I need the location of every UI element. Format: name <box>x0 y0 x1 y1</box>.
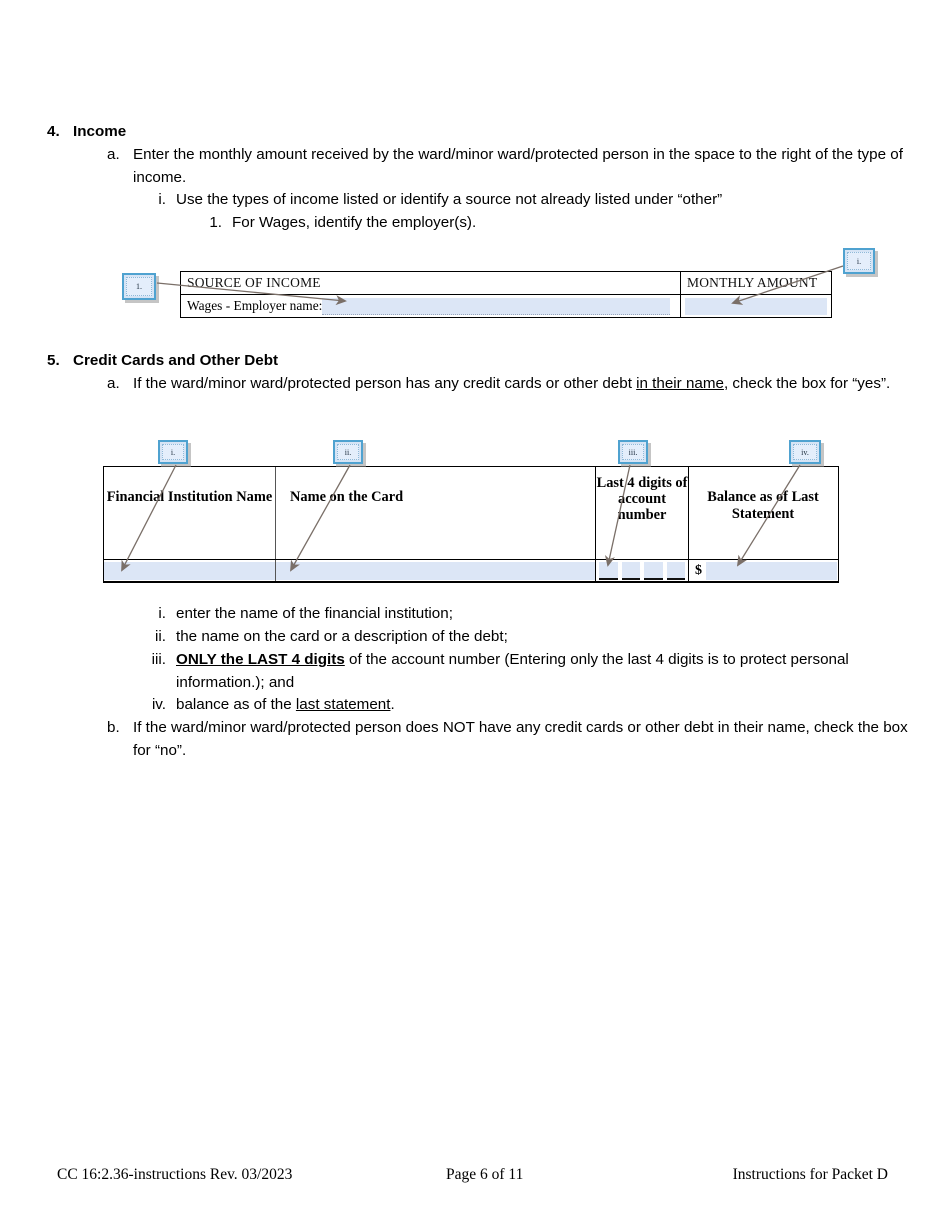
callout-income-1[interactable]: 1. <box>122 273 156 300</box>
debt-institution-cell <box>104 560 276 582</box>
debt-digits-cell <box>596 560 689 582</box>
debt-item-b-marker: b. <box>107 719 120 736</box>
income-amount-input[interactable] <box>685 297 827 315</box>
footer-form-id: CC 16:2.36-instructions Rev. 03/2023 <box>57 1166 293 1183</box>
debt-name-input[interactable] <box>276 562 595 580</box>
income-header-source-cell: SOURCE OF INCOME <box>181 272 681 294</box>
debt-digit-group <box>596 562 688 580</box>
debt-sublist-item-i: i. enter the name of the financial insti… <box>140 603 920 626</box>
debt-header-name-cell: Name on the Card <box>276 467 596 559</box>
callout-income-1-label: 1. <box>126 277 152 296</box>
income-source-cell: Wages - Employer name: <box>181 295 681 317</box>
callout-debt-iii-label: iii. <box>622 444 644 460</box>
debt-table-next-row-edge <box>104 581 838 587</box>
income-header-source: SOURCE OF INCOME <box>187 275 321 290</box>
callout-debt-ii[interactable]: ii. <box>333 440 363 464</box>
income-item-i-marker: i. <box>158 191 166 208</box>
callout-debt-i-label: i. <box>162 444 184 460</box>
footer-page-number: Page 6 of 11 <box>446 1166 524 1183</box>
debt-name-cell <box>276 560 596 582</box>
debt-digit-input-1[interactable] <box>599 562 618 580</box>
debt-digit-input-2[interactable] <box>621 562 640 580</box>
debt-sublist-iii-rest: of the account number (Entering only the… <box>176 651 849 691</box>
debt-digit-input-4[interactable] <box>666 562 685 580</box>
debt-header-name: Name on the Card <box>290 489 404 505</box>
callout-income-i-label: i. <box>847 252 871 270</box>
debt-sublist-iv-post: . <box>390 696 395 713</box>
debt-header-institution-cell: Financial Institution Name <box>104 467 276 559</box>
income-item-a: a. Enter the monthly amount received by … <box>107 144 917 189</box>
debt-sublist-ii-text: the name on the card or a description of… <box>176 628 508 645</box>
callout-debt-iii[interactable]: iii. <box>618 440 648 464</box>
income-header-amount: MONTHLY AMOUNT <box>687 275 818 290</box>
debt-sublist-iv-underline: last statement <box>295 696 391 713</box>
income-employer-underline <box>322 313 670 315</box>
debt-item-a-text: If the ward/minor ward/protected person … <box>133 373 922 396</box>
debt-sublist-item-iv: iv. balance as of the last statement. <box>140 694 920 717</box>
debt-header-balance-cell: Balance as of Last Statement <box>689 467 837 559</box>
debt-currency-symbol: $ <box>695 563 702 578</box>
heading-income-title: Income <box>73 123 127 140</box>
callout-debt-i[interactable]: i. <box>158 440 188 464</box>
debt-header-digits: Last 4 digits of account number <box>596 475 688 523</box>
heading-debt-title: Credit Cards and Other Debt <box>73 352 279 369</box>
debt-header-digits-cell: Last 4 digits of account number <box>596 467 689 559</box>
debt-sublist-iv-text: balance as of the last statement. <box>176 694 920 717</box>
income-item-1: 1. For Wages, identify the employer(s). <box>196 212 936 235</box>
debt-header-balance: Balance as of Last Statement <box>707 489 819 522</box>
income-item-1-marker: 1. <box>209 214 222 231</box>
callout-debt-ii-label: ii. <box>337 444 359 460</box>
heading-income-number: 4. <box>47 123 60 140</box>
debt-sublist-item-iii: iii. ONLY the LAST 4 digits of the accou… <box>140 649 920 694</box>
income-item-1-text: For Wages, identify the employer(s). <box>232 214 477 231</box>
income-item-a-text: Enter the monthly amount received by the… <box>133 146 903 186</box>
debt-sublist-item-ii: ii. the name on the card or a descriptio… <box>140 626 920 649</box>
callout-debt-iv-label: iv. <box>793 444 817 460</box>
debt-item-a: a. If the ward/minor ward/protected pers… <box>107 373 922 396</box>
debt-institution-input[interactable] <box>104 562 275 580</box>
footer-packet-label: Instructions for Packet D <box>732 1166 888 1183</box>
debt-sublist-ii-marker: ii. <box>155 628 166 645</box>
debt-sublist-iv-marker: iv. <box>151 696 166 713</box>
debt-table-header-row: Financial Institution Name Name on the C… <box>104 467 838 560</box>
debt-sublist-iii-marker: iii. <box>151 651 166 668</box>
debt-balance-input[interactable] <box>706 562 837 580</box>
debt-digit-input-3[interactable] <box>644 562 663 580</box>
debt-sublist-iv-pre: balance as of the <box>176 696 296 713</box>
income-form-table: SOURCE OF INCOME MONTHLY AMOUNT Wages - … <box>180 271 832 318</box>
debt-form-table: Financial Institution Name Name on the C… <box>103 466 839 583</box>
debt-item-a-text-pre: If the ward/minor ward/protected person … <box>133 375 637 392</box>
debt-sublist-i-text: enter the name of the financial institut… <box>176 605 453 622</box>
income-item-i-text: Use the types of income listed or identi… <box>176 191 723 208</box>
income-employer-input[interactable] <box>322 297 670 315</box>
income-table-data-row: Wages - Employer name: <box>181 295 831 317</box>
debt-item-a-underline: in their name <box>636 375 724 392</box>
debt-sublist-iii-emphasis: ONLY the LAST 4 digits <box>176 651 345 668</box>
debt-balance-cell: $ <box>689 560 837 582</box>
income-amount-cell <box>681 295 831 317</box>
callout-debt-iv[interactable]: iv. <box>789 440 821 464</box>
income-item-i: i. Use the types of income listed or ide… <box>140 189 930 212</box>
heading-income: 4. Income <box>47 121 547 144</box>
debt-item-a-text-post: , check the box for “yes”. <box>723 375 891 392</box>
heading-debt-number: 5. <box>47 352 60 369</box>
income-header-amount-cell: MONTHLY AMOUNT <box>681 272 831 294</box>
debt-item-a-marker: a. <box>107 375 120 392</box>
debt-sublist-iii-text: ONLY the LAST 4 digits of the account nu… <box>176 649 920 694</box>
debt-item-b: b. If the ward/minor ward/protected pers… <box>107 717 919 762</box>
heading-debt: 5. Credit Cards and Other Debt <box>47 350 647 373</box>
income-row-label: Wages - Employer name: <box>187 298 323 313</box>
income-item-a-marker: a. <box>107 146 120 163</box>
debt-table-data-row: $ <box>104 560 838 582</box>
debt-header-institution: Financial Institution Name <box>106 489 273 505</box>
debt-item-b-text: If the ward/minor ward/protected person … <box>133 719 908 759</box>
debt-sublist-i-marker: i. <box>158 605 166 622</box>
income-table-header-row: SOURCE OF INCOME MONTHLY AMOUNT <box>181 272 831 295</box>
callout-income-i[interactable]: i. <box>843 248 875 274</box>
